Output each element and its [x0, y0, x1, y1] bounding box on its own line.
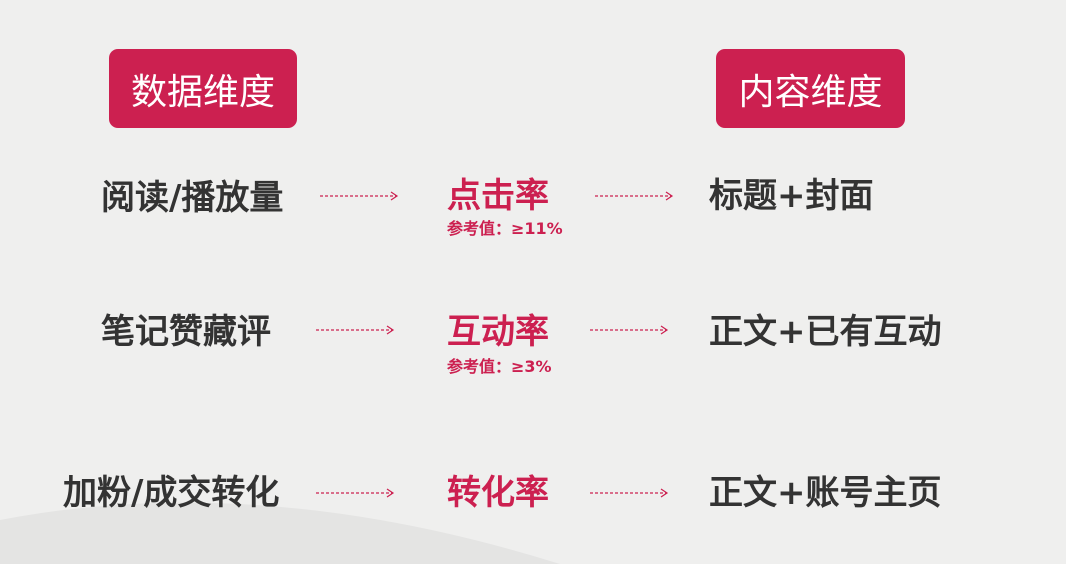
- target-body-existing-interaction: 正文+已有互动: [709, 312, 942, 352]
- metric-conversion-rate: 转化率: [447, 473, 549, 513]
- target-body-account-homepage: 正文+账号主页: [709, 473, 942, 513]
- arrow-icon: [590, 325, 669, 335]
- target-title-cover: 标题+封面: [709, 176, 874, 216]
- arrow-icon: [316, 325, 395, 335]
- metric-interaction-rate: 互动率: [447, 312, 549, 352]
- arrow-icon: [595, 191, 674, 201]
- reference-value-click-rate: 参考值：≥11%: [447, 219, 563, 238]
- data-dimension-header: 数据维度: [109, 49, 297, 128]
- arrow-icon: [316, 488, 395, 498]
- source-likes-saves-comments: 笔记赞藏评: [101, 312, 271, 352]
- source-reads-views: 阅读/播放量: [101, 178, 284, 218]
- reference-value-interaction-rate: 参考值：≥3%: [447, 357, 552, 376]
- metric-click-rate: 点击率: [447, 176, 549, 216]
- source-followers-conversions: 加粉/成交转化: [63, 473, 280, 513]
- arrow-icon: [590, 488, 669, 498]
- content-dimension-header: 内容维度: [716, 49, 905, 128]
- arrow-icon: [320, 191, 399, 201]
